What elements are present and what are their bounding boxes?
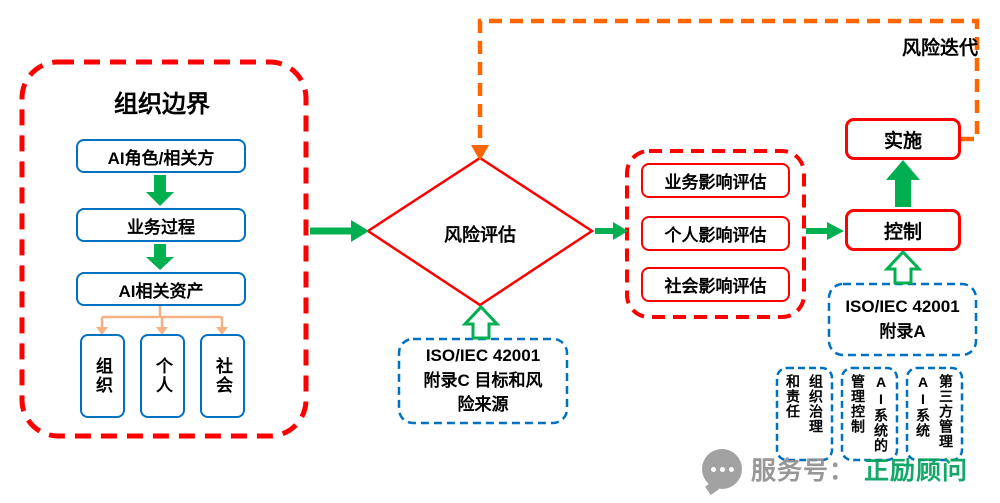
individual-entity-box: 个人: [140, 334, 185, 418]
up-arrow-annex-c-to-diamond: [461, 304, 501, 340]
annex-a-line-2: 附录A: [879, 321, 926, 341]
assets-branch-connector: [96, 306, 228, 335]
annex-a-line-1: ISO/IEC 42001: [845, 296, 960, 316]
chat-bubble-icon: [702, 449, 742, 489]
organization-entity-box: 组织: [80, 334, 125, 418]
ai-roles-box: AI角色/相关方: [76, 139, 246, 173]
risk-assessment-diamond-shape: [365, 156, 595, 307]
organization-boundary-title: 组织边界: [114, 91, 210, 118]
annex-a-item-2-outline: [840, 366, 899, 462]
annex-a-item-management-col-1: AI系统的: [873, 374, 889, 453]
annex-a-item-management-col-2: 管理控制: [850, 374, 866, 434]
watermark: 服务号： 正励顾问: [702, 449, 968, 489]
impact-group-outline: [625, 149, 806, 319]
flow-arrow-impacts-to-control: [806, 222, 844, 240]
risk-assessment-label: 风险评估: [444, 225, 516, 245]
annex-a-box: ISO/IEC 42001 附录A: [829, 284, 976, 355]
organization-boundary-outline: [19, 59, 309, 439]
annex-a-item-3-outline: [905, 366, 964, 462]
annex-a-item-third-party-col-1: 第三方管理: [938, 374, 954, 449]
watermark-prefix: 服务号：: [751, 457, 856, 485]
annex-a-item-governance: 组织治理 和责任: [777, 368, 832, 460]
annex-a-item-governance-col-2: 和责任: [785, 374, 801, 419]
implementation-box: 实施: [845, 118, 961, 160]
annex-c-line-3: 险来源: [457, 395, 509, 415]
risk-iteration-label: 风险迭代: [901, 38, 978, 59]
personal-impact-box: 个人影响评估: [641, 216, 790, 251]
annex-a-item-third-party-col-2: AI系统: [915, 374, 931, 438]
up-arrow-control-to-implementation: [886, 160, 920, 207]
annex-a-item-1-outline: [775, 366, 834, 462]
annex-a-item-third-party: 第三方管理 AI系统: [907, 368, 962, 460]
society-entity-box: 社会: [200, 334, 245, 418]
flow-arrow-boundary-to-diamond: [310, 220, 369, 242]
annex-c-line-2: 附录C 目标和风: [423, 370, 543, 390]
annex-c-line-1: ISO/IEC 42001: [425, 346, 541, 366]
annex-a-item-management-controls: AI系统的 管理控制: [842, 368, 897, 460]
down-arrow-roles-to-process: [146, 175, 174, 206]
flow-arrow-diamond-to-impacts: [595, 222, 628, 240]
up-arrow-annex-a-to-control: [883, 249, 923, 285]
control-box: 控制: [845, 209, 961, 251]
business-impact-box: 业务影响评估: [641, 163, 790, 198]
annex-a-item-governance-col-1: 组织治理: [808, 374, 824, 434]
down-arrow-process-to-assets: [146, 244, 174, 270]
annex-c-box: ISO/IEC 42001 附录C 目标和风 险来源: [399, 339, 567, 423]
risk-iteration-connector: [471, 18, 980, 161]
ai-assets-box: AI相关资产: [76, 272, 246, 306]
social-impact-box: 社会影响评估: [641, 267, 790, 302]
watermark-name: 正励顾问: [864, 457, 969, 485]
business-process-box: 业务过程: [76, 208, 246, 242]
